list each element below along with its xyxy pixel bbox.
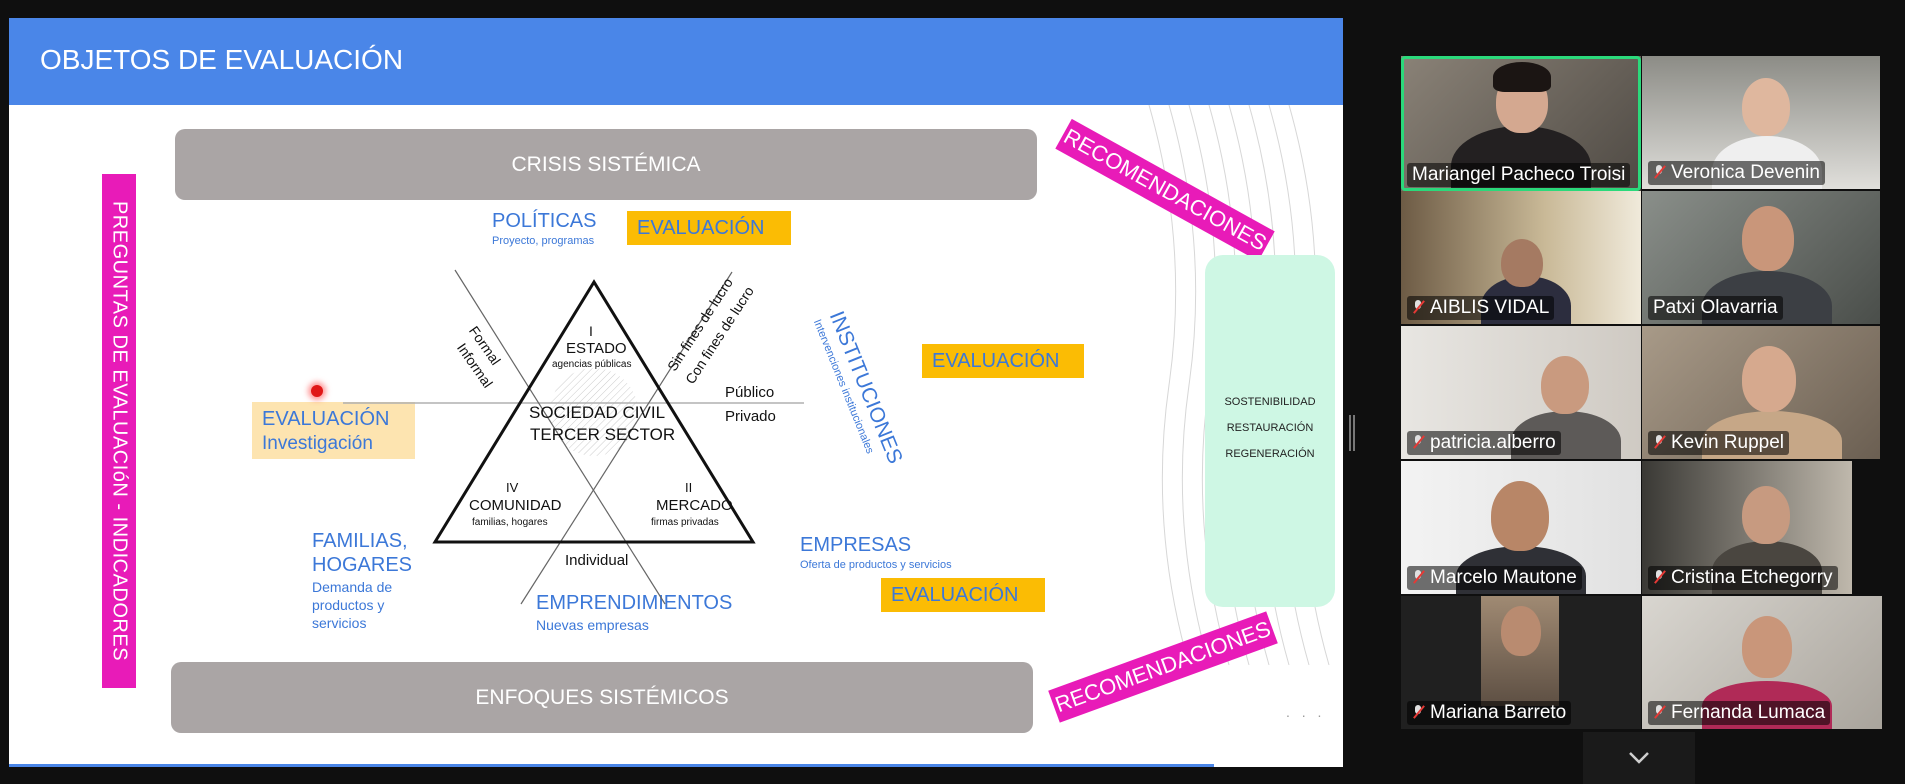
mercado-sub: firmas privadas xyxy=(651,517,719,528)
empresas-title: EMPRESAS xyxy=(800,534,912,556)
center-line2: TERCER SECTOR xyxy=(530,425,676,444)
center-line1: SOCIEDAD CIVIL xyxy=(529,403,666,422)
participant-tile[interactable]: Cristina Etchegorry xyxy=(1642,461,1852,594)
participant-tile[interactable]: Veronica Devenin xyxy=(1642,56,1880,189)
participant-name: Patxi Olavarria xyxy=(1648,296,1783,320)
publico-label: Público xyxy=(725,384,775,401)
eval-investigacion-line2: Investigación xyxy=(262,433,373,454)
regeneracion-label: REGENERACIÓN xyxy=(1225,448,1315,460)
participant-tile[interactable]: Kevin Ruppel xyxy=(1642,326,1880,459)
participant-name: AIBLIS VIDAL xyxy=(1407,296,1555,320)
participant-tile[interactable]: Fernanda Lumaca xyxy=(1642,596,1882,729)
page-dots: . . . xyxy=(1286,704,1326,720)
comunidad-sub: familias, hogares xyxy=(472,517,548,528)
mercado-num: II xyxy=(685,480,693,495)
vertical-label-bar xyxy=(102,174,136,688)
participant-name: Marcelo Mautone xyxy=(1407,566,1582,590)
participant-tile[interactable]: Mariangel Pacheco Troisi xyxy=(1401,56,1641,191)
evaluacion-box-3: EVALUACIÓN xyxy=(881,578,1045,612)
individual-label: Individual xyxy=(565,552,629,569)
participant-tile[interactable]: Marcelo Mautone xyxy=(1401,461,1641,594)
muted-mic-icon xyxy=(1412,570,1424,584)
muted-mic-icon xyxy=(1412,300,1424,314)
laser-pointer-icon xyxy=(311,385,323,397)
splitter-handle-icon[interactable] xyxy=(1349,415,1355,451)
participant-name: Veronica Devenin xyxy=(1648,161,1825,185)
muted-mic-icon xyxy=(1653,435,1665,449)
muted-mic-icon xyxy=(1412,435,1424,449)
participant-tile[interactable]: AIBLIS VIDAL xyxy=(1401,191,1641,324)
privado-label: Privado xyxy=(725,408,776,425)
enfoques-bar: ENFOQUES SISTÉMICOS xyxy=(171,662,1033,733)
estado-sub: agencias públicas xyxy=(552,359,632,370)
chevron-down-icon xyxy=(1629,752,1649,764)
eval-investigacion-line1: EVALUACIÓN xyxy=(262,408,390,430)
crisis-bar: CRISIS SISTÉMICA xyxy=(175,129,1037,200)
crisis-label: CRISIS SISTÉMICA xyxy=(511,152,701,176)
outcomes-panel: SOSTENIBILIDAD RESTAURACIÓN REGENERACIÓN xyxy=(1205,255,1335,607)
restauracion-label: RESTAURACIÓN xyxy=(1226,422,1314,434)
muted-mic-icon xyxy=(1653,570,1665,584)
emprendimientos-title: EMPRENDIMIENTOS xyxy=(536,592,733,614)
participant-name: patricia.alberro xyxy=(1407,431,1561,455)
sostenibilidad-label: SOSTENIBILIDAD xyxy=(1224,396,1316,408)
participant-name: Mariangel Pacheco Troisi xyxy=(1407,163,1631,187)
participant-name: Cristina Etchegorry xyxy=(1648,566,1838,590)
muted-mic-icon xyxy=(1653,705,1665,719)
evaluacion-box-1: EVALUACIÓN xyxy=(627,211,791,245)
participant-name: Fernanda Lumaca xyxy=(1648,701,1831,725)
estado-label: ESTADO xyxy=(566,340,627,357)
participant-tile[interactable]: Patxi Olavarria xyxy=(1642,191,1880,324)
active-speaker-border xyxy=(1401,56,1641,191)
slide-header: OBJETOS DE EVALUACIÓN xyxy=(9,18,1343,105)
familias-sub1: Demanda de xyxy=(312,579,393,595)
participant-tile[interactable]: Mariana Barreto xyxy=(1401,596,1641,729)
eval-investigacion-box: EVALUACIÓN Investigación xyxy=(252,402,415,459)
estado-num: I xyxy=(589,323,593,339)
slide-title: OBJETOS DE EVALUACIÓN xyxy=(40,44,404,75)
comunidad-num: IV xyxy=(506,480,519,495)
muted-mic-icon xyxy=(1653,165,1665,179)
gallery-next-button[interactable] xyxy=(1583,732,1695,784)
triangle-diagram xyxy=(343,269,804,605)
participant-name: Mariana Barreto xyxy=(1407,701,1572,725)
participant-name: Kevin Ruppel xyxy=(1648,431,1790,455)
comunidad-label: COMUNIDAD xyxy=(469,497,562,514)
mercado-label: MERCADO xyxy=(656,497,733,514)
familias-sub2: productos y xyxy=(312,597,385,613)
politicas-sub: Proyecto, programas xyxy=(492,235,595,247)
slide-progress-bar xyxy=(9,764,1214,767)
evaluacion-box-2: EVALUACIÓN xyxy=(922,344,1084,378)
familias-title2: HOGARES xyxy=(312,554,413,576)
enfoques-label: ENFOQUES SISTÉMICOS xyxy=(475,685,729,709)
participant-tile[interactable]: patricia.alberro xyxy=(1401,326,1641,459)
shared-slide: OBJETOS DE EVALUACIÓN CRISIS SISTÉMICA E… xyxy=(9,18,1343,767)
familias-sub3: servicios xyxy=(312,615,367,631)
muted-mic-icon xyxy=(1412,705,1424,719)
emprendimientos-sub: Nuevas empresas xyxy=(536,617,649,633)
politicas-title: POLÍTICAS xyxy=(492,210,597,232)
familias-title1: FAMILIAS, xyxy=(312,530,408,552)
empresas-sub: Oferta de productos y servicios xyxy=(800,559,952,571)
